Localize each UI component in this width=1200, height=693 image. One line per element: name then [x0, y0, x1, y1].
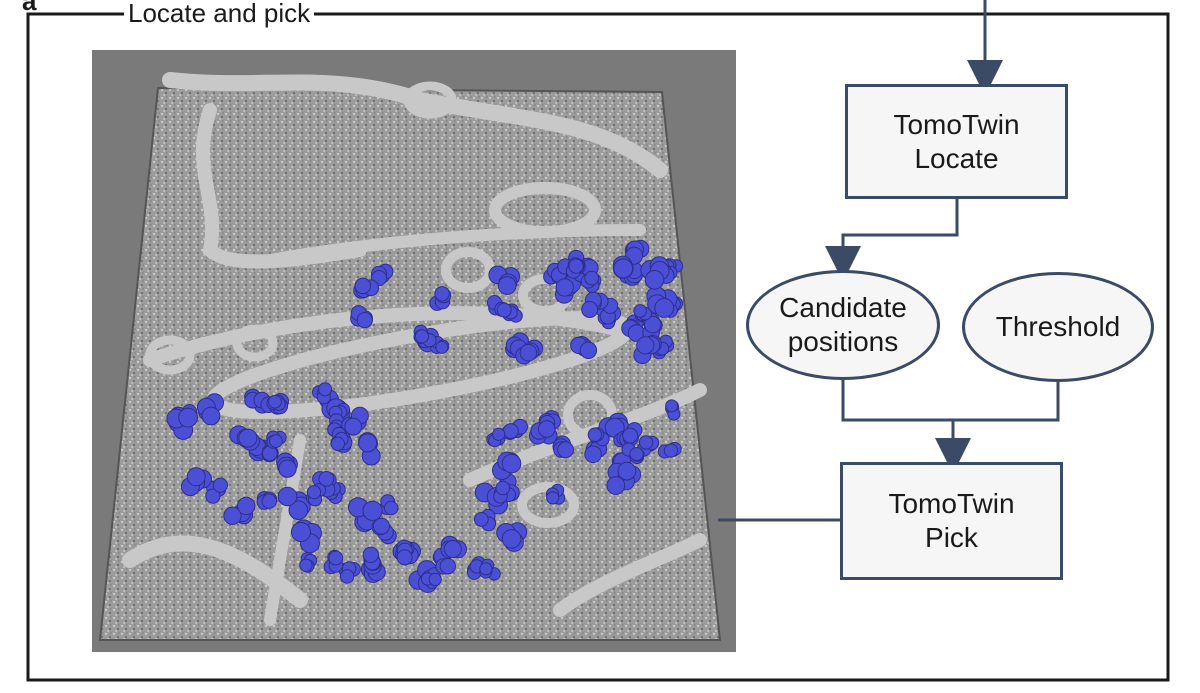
flow-connectors — [718, 0, 1058, 520]
arrow-locate-to-candidates — [843, 198, 957, 264]
node-tomotwin-pick: TomoTwin Pick — [840, 462, 1063, 580]
particle-63 — [397, 540, 414, 565]
line-candidates-down — [843, 378, 953, 420]
particle-51 — [267, 395, 285, 410]
panel-letter: a — [22, 0, 36, 17]
node-tomotwin-locate: TomoTwin Locate — [845, 84, 1068, 199]
tomogram-rendering — [92, 50, 736, 652]
node-tomotwin-locate-label: TomoTwin Locate — [893, 108, 1019, 176]
node-candidate-positions: Candidate positions — [746, 270, 940, 380]
particle-37 — [257, 492, 277, 510]
node-threshold-label: Threshold — [996, 310, 1121, 344]
node-tomotwin-pick-label: TomoTwin Pick — [888, 487, 1014, 555]
panel-title: Locate and pick — [124, 0, 314, 28]
particle-33 — [613, 256, 633, 278]
line-threshold-down — [953, 380, 1058, 420]
node-threshold: Threshold — [962, 272, 1154, 382]
node-candidate-positions-label: Candidate positions — [779, 291, 907, 359]
